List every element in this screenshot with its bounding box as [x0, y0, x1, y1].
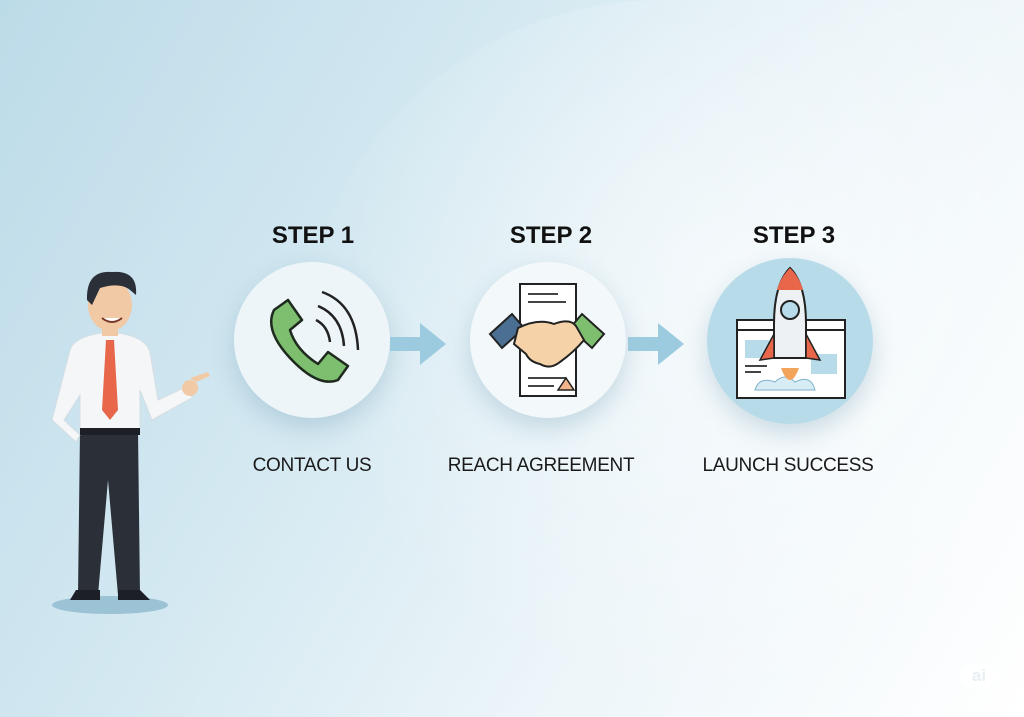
- step-1-label: CONTACT US: [252, 455, 372, 476]
- rocket-icon: [736, 266, 846, 399]
- phone-icon: [270, 290, 360, 383]
- step-2-circle: [470, 262, 626, 418]
- handshake-icon: [488, 283, 606, 397]
- step-2-title: STEP 2: [509, 222, 593, 249]
- watermark-badge: ai: [960, 663, 998, 689]
- watermark-text: ai: [971, 666, 987, 685]
- step-1-title: STEP 1: [271, 222, 355, 249]
- arrow-1-icon: [390, 323, 446, 365]
- arrow-2-icon: [628, 323, 684, 365]
- step-3-label: LAUNCH SUCCESS: [702, 455, 874, 476]
- step-3-title: STEP 3: [752, 222, 836, 249]
- step-1-circle: [234, 262, 390, 418]
- step-3-circle: [707, 258, 873, 424]
- step-2-label: REACH AGREEMENT: [447, 455, 635, 476]
- businessman-illustration: [51, 271, 210, 614]
